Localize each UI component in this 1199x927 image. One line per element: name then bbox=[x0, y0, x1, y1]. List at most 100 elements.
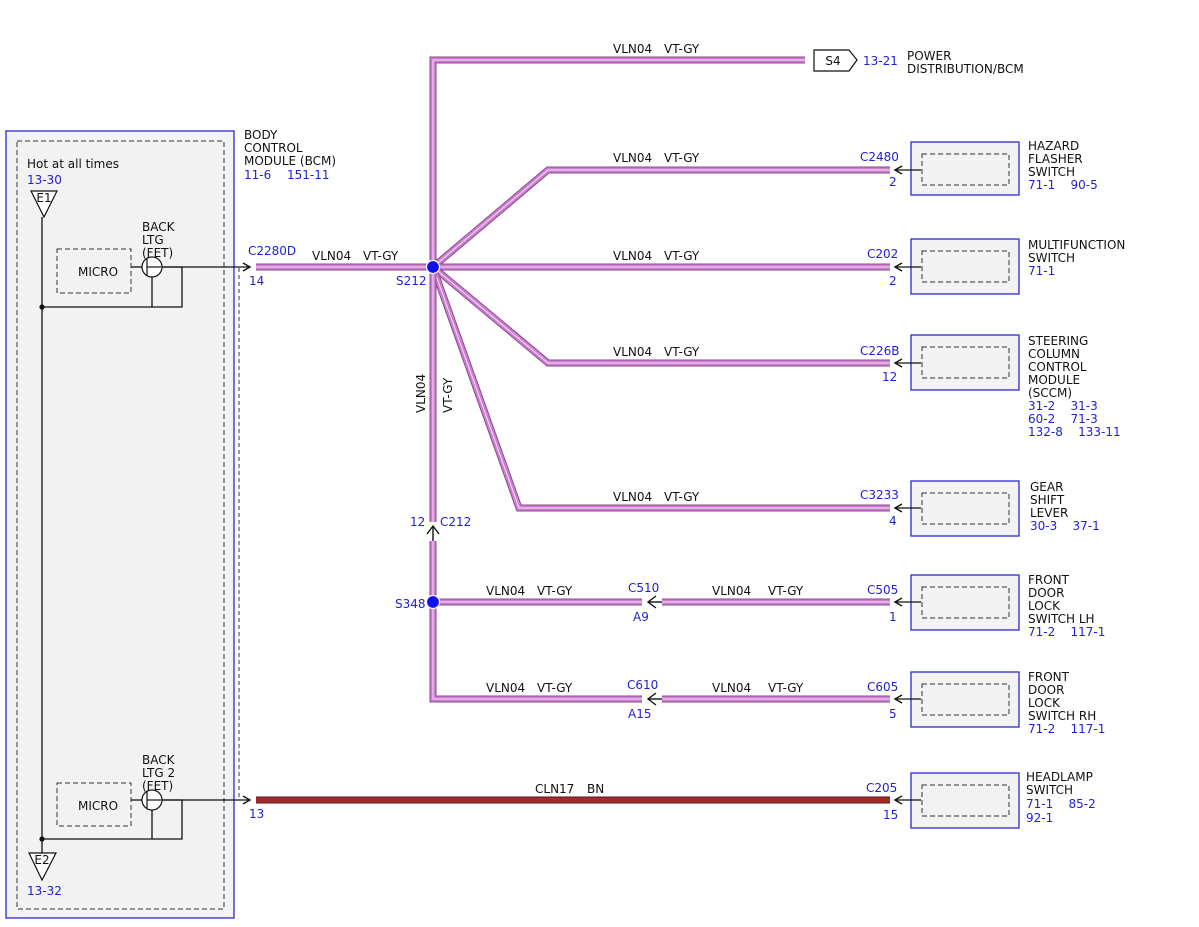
component-name-line: LEVER bbox=[1030, 506, 1068, 520]
splice-s212[interactable] bbox=[425, 259, 441, 275]
component-hazard-flasher-switch: C2480 2 HAZARD FLASHER SWITCH 71-1 90-5 bbox=[860, 139, 1098, 196]
wire-c212-to-c610[interactable] bbox=[429, 541, 642, 703]
component-inner bbox=[921, 153, 1010, 186]
c510-pin: A9 bbox=[633, 610, 649, 624]
component-box[interactable] bbox=[910, 671, 1020, 728]
connector-pin: 1 bbox=[889, 610, 897, 624]
component-name-line: SWITCH bbox=[1028, 251, 1075, 265]
component-name-line: LOCK bbox=[1028, 599, 1061, 613]
connector-label[interactable]: C202 bbox=[867, 247, 898, 261]
wire-label-circuit: VLN04 bbox=[613, 249, 652, 263]
bcm-ref-1[interactable]: 11-6 bbox=[244, 168, 271, 182]
s4-tag-icon[interactable] bbox=[813, 49, 858, 72]
component-ref[interactable]: 60-2 71-3 bbox=[1028, 412, 1098, 426]
connector-label[interactable]: C205 bbox=[866, 781, 897, 795]
component-inner bbox=[921, 784, 1010, 817]
bcm-title-line1: BODY bbox=[244, 128, 278, 142]
c212-label[interactable]: C212 bbox=[440, 515, 471, 529]
connector-label[interactable]: C2480 bbox=[860, 150, 899, 164]
fet-1-label-line1: BACK bbox=[142, 220, 176, 234]
component-ref[interactable]: 71-1 90-5 bbox=[1028, 178, 1098, 192]
wire-s212-to-power[interactable] bbox=[429, 56, 805, 267]
component-name-line: FRONT bbox=[1028, 573, 1070, 587]
e2-ref[interactable]: 13-32 bbox=[27, 884, 62, 898]
component-ref[interactable]: 71-1 85-2 bbox=[1026, 797, 1096, 811]
bcm-module: BODY CONTROL MODULE (BCM) 11-6 151-11 Ho… bbox=[5, 128, 336, 919]
component-name-line: SWITCH LH bbox=[1028, 612, 1095, 626]
component-name-line: DOOR bbox=[1028, 683, 1064, 697]
component-box[interactable] bbox=[910, 238, 1020, 295]
fet-2-label-line3: (FET) bbox=[142, 779, 173, 793]
component-name-line: SWITCH RH bbox=[1028, 709, 1096, 723]
component-box[interactable] bbox=[910, 141, 1020, 196]
component-inner bbox=[921, 250, 1010, 283]
inline-connector-c610-icon bbox=[646, 692, 662, 706]
c610-label[interactable]: C610 bbox=[627, 678, 658, 692]
e2-terminal-icon bbox=[28, 852, 57, 882]
power-distribution: S4 13-21 POWER DISTRIBUTION/BCM bbox=[813, 49, 1024, 76]
component-multifunction-switch: C202 2 MULTIFUNCTION SWITCH 71-1 bbox=[867, 238, 1125, 295]
wire-s212-to-sccm[interactable] bbox=[430, 264, 890, 367]
micro-1-box bbox=[56, 248, 132, 294]
component-name-line: LOCK bbox=[1028, 696, 1061, 710]
fet-2-label-line2: LTG 2 bbox=[142, 766, 175, 780]
wire-labels: VLN04 VT-GY VLN04 VT-GY VLN04 VT-GY VLN0… bbox=[312, 42, 804, 796]
component-ref[interactable]: 71-1 bbox=[1028, 264, 1055, 278]
connector-label[interactable]: C505 bbox=[867, 583, 898, 597]
bcm-outer-box bbox=[5, 130, 235, 919]
connector-label[interactable]: C3233 bbox=[860, 488, 899, 502]
component-name-line: COLUMN bbox=[1028, 347, 1080, 361]
component-inner bbox=[921, 683, 1010, 716]
component-name-line: STEERING bbox=[1028, 334, 1088, 348]
component-box[interactable] bbox=[910, 334, 1020, 391]
component-ref[interactable]: 92-1 bbox=[1026, 811, 1053, 825]
connector-label[interactable]: C226B bbox=[860, 344, 900, 358]
e2-label: E2 bbox=[34, 853, 49, 867]
bcm-ref-2[interactable]: 151-11 bbox=[287, 168, 330, 182]
power-ref[interactable]: 13-21 bbox=[863, 54, 898, 68]
wire-label-circuit: VLN04 bbox=[613, 345, 652, 359]
component-ref[interactable]: 31-2 31-3 bbox=[1028, 399, 1098, 413]
component-ref[interactable]: 30-3 37-1 bbox=[1030, 519, 1100, 533]
connector-label[interactable]: C605 bbox=[867, 680, 898, 694]
splice-s348[interactable] bbox=[425, 594, 441, 610]
component-name-line: GEAR bbox=[1030, 480, 1063, 494]
fet-2-icon bbox=[141, 789, 163, 811]
component-steering-column-control-module: C226B 12 STEERING COLUMN CONTROL MODULE … bbox=[860, 334, 1121, 439]
wire-label-color: VT-GY bbox=[537, 681, 573, 695]
splice-s348-label[interactable]: S348 bbox=[395, 597, 426, 611]
component-inner bbox=[921, 586, 1010, 619]
component-ref[interactable]: 132-8 133-11 bbox=[1028, 425, 1121, 439]
component-box[interactable] bbox=[910, 480, 1020, 537]
component-ref[interactable]: 71-2 117-1 bbox=[1028, 625, 1105, 639]
splice-s212-label[interactable]: S212 bbox=[396, 274, 427, 288]
inline-connector-c510-icon bbox=[646, 595, 662, 609]
fet-2-label-line1: BACK bbox=[142, 753, 176, 767]
hot-at-all-times-label: Hot at all times bbox=[27, 157, 119, 171]
hot-ref[interactable]: 13-30 bbox=[27, 173, 62, 187]
component-ref[interactable]: 71-2 117-1 bbox=[1028, 722, 1105, 736]
micro-2-label: MICRO bbox=[78, 799, 118, 813]
component-name-line: SWITCH bbox=[1028, 165, 1075, 179]
bcm-pin-14: 14 bbox=[249, 274, 264, 288]
wire-s212-to-hazard[interactable] bbox=[430, 166, 890, 270]
fet-1-label-line2: LTG bbox=[142, 233, 164, 247]
wire-label-circuit: CLN17 bbox=[535, 782, 574, 796]
component-box[interactable] bbox=[910, 574, 1020, 631]
e1-label: E1 bbox=[36, 191, 51, 205]
wire-label-circuit: VLN04 bbox=[613, 490, 652, 504]
wire-s212-to-gear-shift[interactable] bbox=[429, 265, 890, 512]
inline-connector-c212-icon bbox=[426, 524, 440, 541]
power-label-line1: POWER bbox=[907, 49, 951, 63]
wire-label-color: VT-GY bbox=[363, 249, 399, 263]
bcm-title-line3: MODULE (BCM) bbox=[244, 154, 336, 168]
c212-pin: 12 bbox=[410, 515, 425, 529]
wire-label-circuit: VLN04 bbox=[613, 42, 652, 56]
c510-label[interactable]: C510 bbox=[628, 581, 659, 595]
fet-1-icon bbox=[141, 256, 163, 278]
component-box[interactable] bbox=[910, 772, 1020, 829]
bcm-connector-c2280d[interactable]: C2280D bbox=[248, 244, 296, 258]
wire-label-circuit: VLN04 bbox=[712, 681, 751, 695]
wire-label-color: VT-GY bbox=[768, 681, 804, 695]
wire-label-color: VT-GY bbox=[537, 584, 573, 598]
